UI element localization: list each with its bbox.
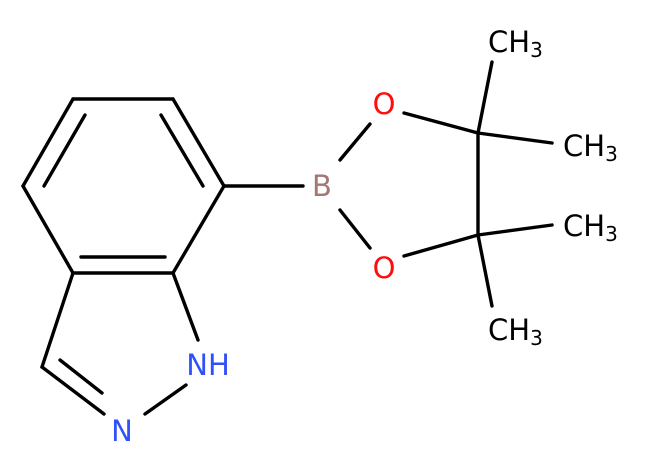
methyl-2-label: CH3 (563, 129, 618, 166)
bond-c4-c5-inner (42, 113, 87, 188)
bond-c6-c7-inner (159, 113, 205, 188)
oxygen-top-label: O (373, 87, 396, 121)
nitrogen-h-h: H (208, 348, 230, 382)
methyl-4-label: CH3 (488, 313, 543, 350)
methyl-1-sub: 3 (530, 38, 543, 62)
methyl-3-label: CH3 (563, 209, 618, 246)
methyl-2-sub: 3 (605, 142, 618, 166)
bond-c3a-c4 (21, 184, 75, 275)
bond-n2-n1 (143, 383, 188, 416)
bond-methyl-3 (476, 223, 554, 237)
methyl-1-main: CH (488, 25, 530, 59)
methyl-4-main: CH (488, 313, 530, 347)
bond-c3-n2 (40, 365, 106, 416)
bond-b-o-bottom (338, 208, 372, 250)
methyl-4-sub: 3 (530, 326, 543, 350)
nitrogen-h-label: NH (186, 348, 230, 382)
oxygen-bottom-label: O (373, 251, 396, 285)
boron-label: B (312, 169, 332, 203)
bond-b-o-top (338, 122, 372, 162)
bond-methyl-2 (476, 131, 554, 145)
bonds (21, 60, 554, 416)
atom-labels: B O O N NH CH3 CH3 CH3 CH3 (111, 25, 618, 448)
bond-n1-c7a (171, 271, 200, 342)
bond-c6-c7 (171, 97, 226, 188)
methyl-3-main: CH (563, 209, 605, 243)
methyl-3-sub: 3 (605, 222, 618, 246)
bond-o-top-c (402, 111, 480, 135)
bond-methyl-1 (476, 60, 494, 135)
nitrogen-h-n: N (186, 348, 208, 382)
bond-c3-n2-inner (58, 358, 104, 395)
bond-c7-c7a (171, 184, 226, 275)
bond-o-bottom-c (402, 233, 480, 258)
methyl-1-label: CH3 (488, 25, 543, 62)
nitrogen-label: N (111, 414, 133, 448)
bond-methyl-4 (476, 233, 494, 308)
bond-c3a-c3 (40, 271, 75, 369)
methyl-2-main: CH (563, 129, 605, 163)
bond-c4-c5 (21, 97, 75, 188)
